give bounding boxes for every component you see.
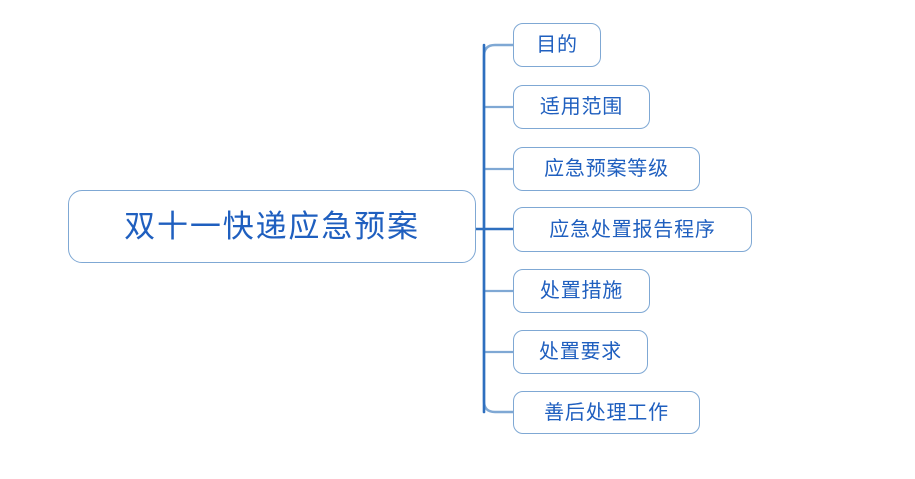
child-node-label: 应急预案等级 — [544, 158, 669, 180]
trunk-line — [482, 43, 515, 414]
child-node-chuzhicuoshi[interactable]: 处置措施 — [513, 269, 650, 313]
child-node-shanhouchuli[interactable]: 善后处理工作 — [513, 391, 700, 434]
child-node-mudi[interactable]: 目的 — [513, 23, 601, 67]
child-node-label: 目的 — [536, 34, 578, 56]
child-node-label: 善后处理工作 — [544, 401, 669, 424]
child-node-label: 适用范围 — [539, 96, 624, 118]
root-node-label: 双十一快递应急预案 — [124, 209, 420, 244]
child-node-label: 处置要求 — [538, 341, 623, 363]
child-node-shiyongfanwei[interactable]: 适用范围 — [513, 85, 650, 129]
root-node[interactable]: 双十一快递应急预案 — [68, 190, 476, 263]
child-node-baogaochengxu[interactable]: 应急处置报告程序 — [513, 207, 752, 252]
child-node-label: 处置措施 — [539, 280, 624, 302]
child-node-yingjiyuandengji[interactable]: 应急预案等级 — [513, 147, 700, 191]
child-node-label: 应急处置报告程序 — [549, 218, 716, 241]
child-node-chuzhiyaoqiu[interactable]: 处置要求 — [513, 330, 648, 374]
